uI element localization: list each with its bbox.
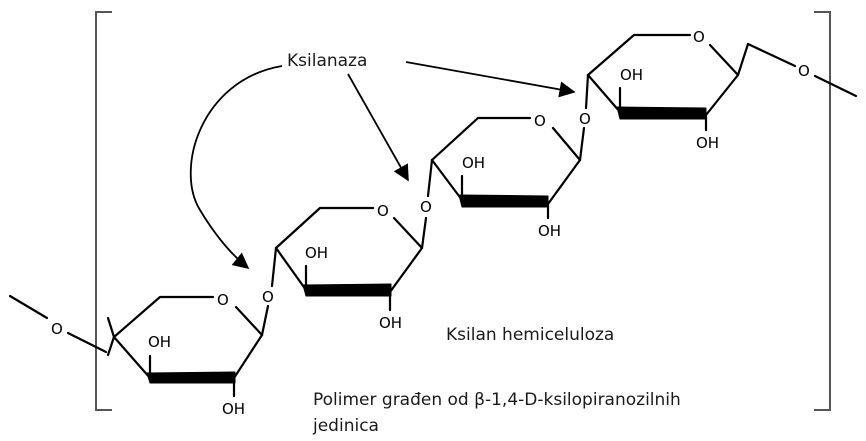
right-chain-bond	[813, 74, 858, 98]
xylose-ring-2	[270, 206, 428, 312]
right-bracket	[814, 11, 831, 411]
ring-2-hydroxyl-2: OH	[379, 314, 402, 332]
enzyme-label: Ksilanaza	[287, 51, 367, 71]
ring-3-oxygen: O	[534, 112, 546, 130]
cleavage-arrow-3	[405, 61, 576, 98]
glycosidic-oxygen-1: O	[262, 288, 274, 306]
glycosidic-oxygen-2: O	[420, 198, 432, 216]
ring-2-hydroxyl-3: OH	[305, 244, 328, 262]
caption-line-2: jedinica	[312, 416, 379, 436]
ring-1-hydroxyl-2: OH	[222, 400, 245, 418]
cleavage-arrow-2	[347, 73, 409, 182]
polymer-name: Ksilan hemiceluloza	[446, 325, 614, 345]
ring-4-hydroxyl-3: OH	[620, 66, 643, 84]
right-terminal-oxygen: O	[798, 62, 810, 80]
left-terminal-oxygen: O	[51, 320, 63, 338]
ring-2-oxygen: O	[377, 202, 389, 220]
left-o-to-c4-bond	[66, 331, 108, 354]
ring-4-oxygen: O	[693, 28, 705, 46]
ring-3-hydroxyl-3: OH	[462, 154, 485, 172]
cleavage-arrow-1	[189, 65, 283, 270]
left-chain-bond	[8, 294, 49, 320]
ring-1-hydroxyl-3: OH	[148, 333, 171, 351]
xylose-ring-4	[584, 33, 797, 132]
ring-4-hydroxyl-2: OH	[696, 134, 719, 152]
caption-line-1: Polimer građen od β-1,4-D-ksilopiranozil…	[313, 390, 681, 410]
glycosidic-oxygen-3: O	[579, 110, 591, 128]
ring-3-hydroxyl-2: OH	[538, 222, 561, 240]
left-bracket	[95, 11, 112, 411]
xylose-ring-1	[106, 295, 270, 398]
ring-1-oxygen: O	[217, 291, 229, 309]
xylose-ring-3	[426, 116, 586, 220]
